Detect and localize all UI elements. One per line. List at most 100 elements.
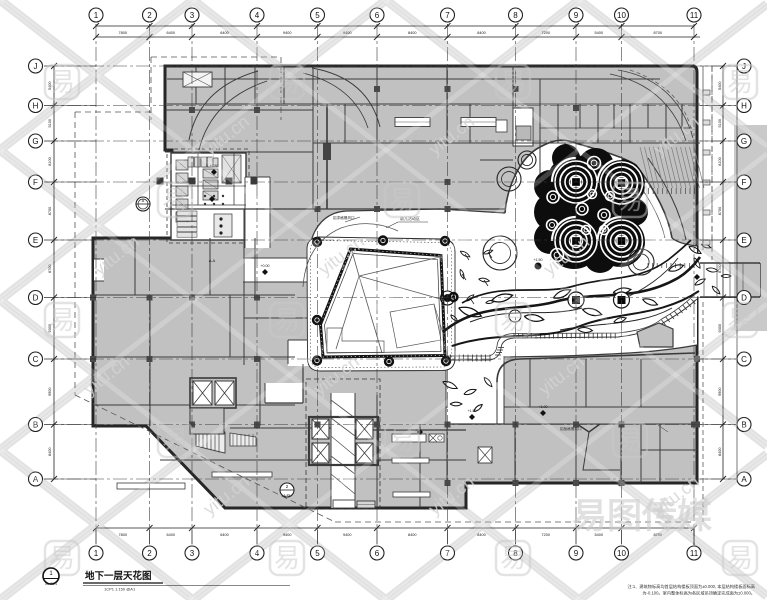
svg-text:10: 10 xyxy=(617,11,626,20)
svg-text:5100: 5100 xyxy=(718,119,722,127)
svg-text:为-0.100。室内整体标高为各区域吊顶确定完成面为±0.0: 为-0.100。室内整体标高为各区域吊顶确定完成面为±0.000。 xyxy=(642,590,755,597)
svg-text:3: 3 xyxy=(190,11,195,20)
svg-text:注:1、建筑物标高均首层结构楼板顶面为±0.000, 本层结: 注:1、建筑物标高均首层结构楼板顶面为±0.000, 本层结构楼板面标高 xyxy=(628,583,755,590)
svg-text:H: H xyxy=(741,101,747,110)
svg-text:易: 易 xyxy=(49,67,75,97)
svg-text:A: A xyxy=(33,475,39,484)
svg-text:+1.00: +1.00 xyxy=(538,405,547,409)
svg-text:1: 1 xyxy=(49,571,53,577)
svg-text:9: 9 xyxy=(574,11,579,20)
svg-text:9900: 9900 xyxy=(718,388,722,396)
svg-text:易: 易 xyxy=(500,543,526,573)
svg-text:A.A: A.A xyxy=(209,258,216,263)
svg-text:E: E xyxy=(33,236,38,245)
svg-text:1-39: 1-39 xyxy=(284,493,290,497)
svg-text:7200: 7200 xyxy=(542,533,550,537)
svg-text:3: 3 xyxy=(190,549,195,558)
svg-text:易图传媒: 易图传媒 xyxy=(572,497,713,536)
svg-text:易: 易 xyxy=(500,67,526,97)
svg-text:易: 易 xyxy=(727,305,753,335)
svg-text:H: H xyxy=(33,101,39,110)
svg-text:8700: 8700 xyxy=(718,265,722,273)
svg-text:J: J xyxy=(742,62,746,71)
svg-text:10: 10 xyxy=(617,549,626,558)
svg-text:易: 易 xyxy=(274,543,300,573)
svg-text:易: 易 xyxy=(727,67,753,97)
svg-text:6400: 6400 xyxy=(220,533,228,537)
svg-text:G: G xyxy=(32,137,38,146)
svg-text:8100: 8100 xyxy=(48,157,52,165)
svg-text:9300: 9300 xyxy=(48,324,52,332)
svg-text:1: 1 xyxy=(94,11,99,20)
svg-text:易: 易 xyxy=(274,67,300,97)
svg-text:5: 5 xyxy=(315,11,320,20)
svg-text:8100: 8100 xyxy=(718,157,722,165)
svg-text:9900: 9900 xyxy=(48,388,52,396)
svg-text:D: D xyxy=(741,293,747,302)
svg-text:5400: 5400 xyxy=(595,31,603,35)
svg-text:9400: 9400 xyxy=(343,31,351,35)
svg-text:8400: 8400 xyxy=(718,448,722,456)
svg-text:5400: 5400 xyxy=(595,533,603,537)
svg-text:J: J xyxy=(34,62,38,71)
svg-text:G: G xyxy=(741,137,747,146)
svg-text:A: A xyxy=(142,198,145,203)
svg-text:8700: 8700 xyxy=(48,207,52,215)
svg-text:8700: 8700 xyxy=(654,31,662,35)
svg-text:6400: 6400 xyxy=(167,533,175,537)
svg-text:易: 易 xyxy=(49,305,75,335)
svg-text:7: 7 xyxy=(445,11,450,20)
svg-text:8700: 8700 xyxy=(654,533,662,537)
svg-text:F: F xyxy=(742,178,747,187)
svg-text:6: 6 xyxy=(375,549,380,558)
svg-text:11: 11 xyxy=(690,11,699,20)
svg-text:易: 易 xyxy=(617,185,643,215)
svg-text:+1.50: +1.50 xyxy=(533,258,542,262)
svg-text:8400: 8400 xyxy=(48,448,52,456)
svg-text:2: 2 xyxy=(147,11,152,20)
svg-text:易: 易 xyxy=(617,425,643,455)
svg-text:8400: 8400 xyxy=(477,31,485,35)
svg-text:B: B xyxy=(33,420,38,429)
svg-text:A: A xyxy=(741,475,747,484)
svg-text:易: 易 xyxy=(389,425,415,455)
svg-text:5: 5 xyxy=(315,549,320,558)
svg-text:B: B xyxy=(741,420,746,429)
svg-text:XL-01-1: XL-01-1 xyxy=(45,582,57,586)
svg-text:9: 9 xyxy=(574,549,579,558)
svg-text:易: 易 xyxy=(274,305,300,335)
svg-text:7200: 7200 xyxy=(542,31,550,35)
svg-text:5400: 5400 xyxy=(718,82,722,90)
svg-text:易: 易 xyxy=(162,185,188,215)
svg-text:8700: 8700 xyxy=(718,207,722,215)
svg-text:4: 4 xyxy=(255,11,260,20)
svg-text:2: 2 xyxy=(147,549,152,558)
svg-text:1: 1 xyxy=(94,549,99,558)
svg-text:8400: 8400 xyxy=(408,533,416,537)
svg-text:易: 易 xyxy=(500,305,526,335)
svg-text:7800: 7800 xyxy=(119,533,127,537)
svg-text:易: 易 xyxy=(162,425,188,455)
svg-text:9400: 9400 xyxy=(343,533,351,537)
svg-text:8: 8 xyxy=(513,549,518,558)
svg-text:E: E xyxy=(741,236,746,245)
svg-text:铝板格栅风口: 铝板格栅风口 xyxy=(560,426,582,431)
svg-text:7800: 7800 xyxy=(119,31,127,35)
svg-text:9300: 9300 xyxy=(718,324,722,332)
svg-text:4: 4 xyxy=(255,549,260,558)
svg-text:5100: 5100 xyxy=(48,119,52,127)
svg-text:1CP1 1:150 @A1: 1CP1 1:150 @A1 xyxy=(104,587,136,592)
svg-text:C: C xyxy=(33,355,39,364)
svg-text:8400: 8400 xyxy=(477,533,485,537)
svg-text:铝漆格栅风口: 铝漆格栅风口 xyxy=(333,215,355,220)
svg-text:7: 7 xyxy=(445,549,450,558)
svg-text:+3.80: +3.80 xyxy=(210,164,219,168)
svg-text:8700: 8700 xyxy=(48,265,52,273)
svg-text:易: 易 xyxy=(727,543,753,573)
svg-text:+0.00: +0.00 xyxy=(260,264,269,268)
svg-text:地下一层天花图: 地下一层天花图 xyxy=(85,570,152,582)
svg-text:F: F xyxy=(33,178,38,187)
svg-text:易: 易 xyxy=(389,185,415,215)
svg-text:11: 11 xyxy=(690,549,699,558)
svg-text:6400: 6400 xyxy=(167,31,175,35)
